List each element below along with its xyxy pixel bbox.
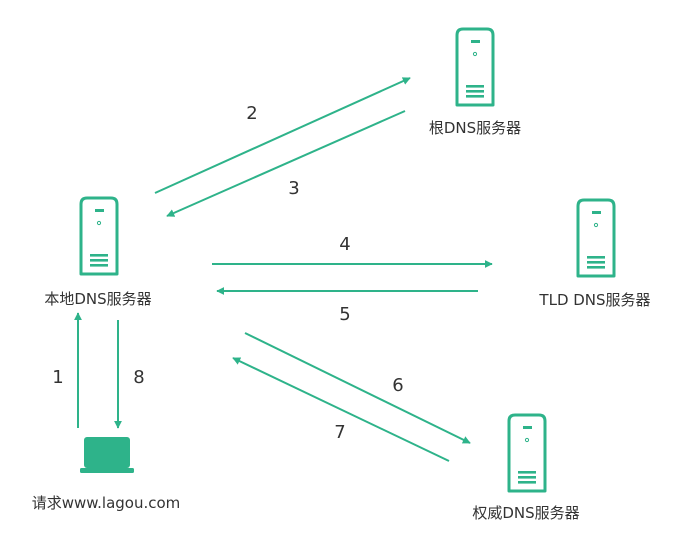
- server-icon: [507, 413, 547, 493]
- server-icon: [455, 27, 495, 107]
- step-4-label: 4: [339, 234, 350, 255]
- client-laptop: 请求www.lagou.com: [32, 437, 181, 512]
- server-icon: [79, 196, 119, 276]
- root-dns-label: 根DNS服务器: [429, 119, 521, 137]
- authoritative-dns-server: 权威DNS服务器: [472, 413, 580, 522]
- arrow-step-2: [154, 77, 411, 194]
- authoritative-dns-label: 权威DNS服务器: [472, 504, 579, 522]
- step-5-label: 5: [339, 304, 350, 325]
- server-icon: [576, 198, 616, 278]
- step-1-label: 1: [52, 367, 63, 388]
- local-dns-server: 本地DNS服务器: [44, 196, 152, 308]
- client-request-label: 请求www.lagou.com: [32, 494, 181, 512]
- step-6-label: 6: [392, 375, 403, 396]
- arrow-step-6: [244, 332, 471, 444]
- root-dns-server: 根DNS服务器: [429, 27, 521, 137]
- laptop-icon: [80, 437, 134, 473]
- arrow-step-7: [232, 357, 450, 462]
- step-3-label: 3: [288, 178, 299, 199]
- tld-dns-label: TLD DNS服务器: [538, 291, 650, 309]
- arrow-step-3: [166, 110, 406, 217]
- tld-dns-server: TLD DNS服务器: [538, 198, 651, 309]
- local-dns-label: 本地DNS服务器: [44, 290, 151, 308]
- step-7-label: 7: [334, 422, 345, 443]
- step-8-label: 8: [133, 367, 144, 388]
- step-2-label: 2: [246, 103, 257, 124]
